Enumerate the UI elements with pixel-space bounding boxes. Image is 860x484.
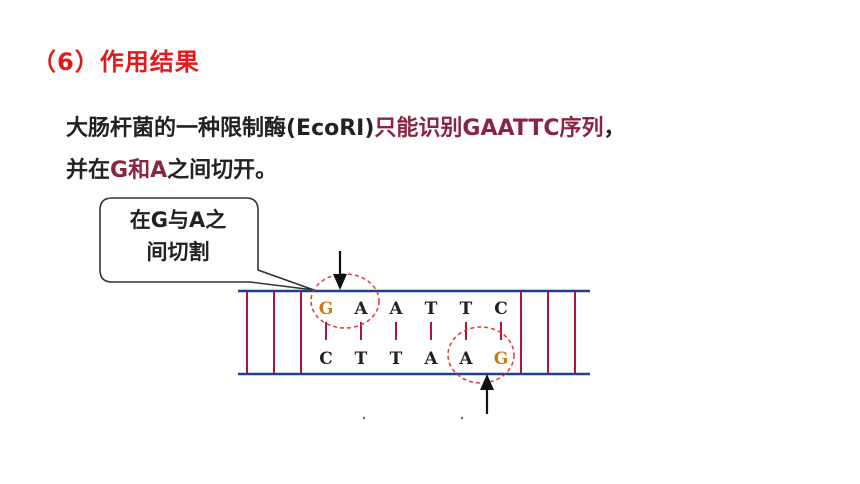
- bottom-base-6: G: [494, 349, 509, 369]
- bottom-base-3: T: [390, 349, 403, 369]
- callout-line-1: 在G与A之: [129, 208, 227, 232]
- cut-site-circle-bottom: [447, 326, 515, 384]
- top-base-3: A: [388, 299, 403, 319]
- top-base-6: C: [494, 299, 508, 319]
- top-base-1: G: [319, 299, 334, 319]
- cut-arrow-up-icon: [480, 374, 494, 414]
- speck-mark: [362, 416, 366, 420]
- description-paragraph: 大肠杆菌的一种限制酶(EcoRⅠ)只能识别GAATTC序列， 并在G和A之间切开…: [66, 108, 626, 192]
- flanking-rungs: [246, 292, 576, 373]
- bottom-base-2: T: [355, 349, 368, 369]
- paragraph-highlight-sequence: 只能识别GAATTC序列: [374, 116, 604, 141]
- slide-title: （6）作用结果: [32, 48, 200, 76]
- paragraph-text-enzyme: 大肠杆菌的一种限制酶(EcoRⅠ): [66, 116, 375, 141]
- bottom-strand-bases: C T T A A G: [319, 349, 508, 369]
- callout-line-2: 间切割: [146, 240, 210, 264]
- paragraph-text-at: 并在: [66, 158, 111, 183]
- top-base-2: A: [353, 299, 368, 319]
- bottom-base-1: C: [319, 349, 333, 369]
- paragraph-text-cut: 之间切开。: [167, 158, 278, 183]
- pairing-ticks: [325, 322, 502, 340]
- bottom-base-5: A: [458, 349, 473, 369]
- paragraph-line-1: 大肠杆菌的一种限制酶(EcoRⅠ)只能识别GAATTC序列，: [66, 108, 626, 150]
- top-base-5: T: [460, 299, 473, 319]
- top-base-4: T: [425, 299, 438, 319]
- speck-mark: [460, 416, 464, 420]
- callout-text: 在G与A之 间切割: [102, 204, 254, 268]
- cut-arrow-down-icon: [333, 251, 347, 290]
- top-strand-bases: G A A T T C: [319, 299, 508, 319]
- paragraph-highlight-ga: G和A: [110, 158, 168, 183]
- paragraph-line-2: 并在G和A之间切开。: [66, 150, 626, 192]
- paragraph-comma: ，: [603, 116, 626, 141]
- bottom-base-4: A: [423, 349, 438, 369]
